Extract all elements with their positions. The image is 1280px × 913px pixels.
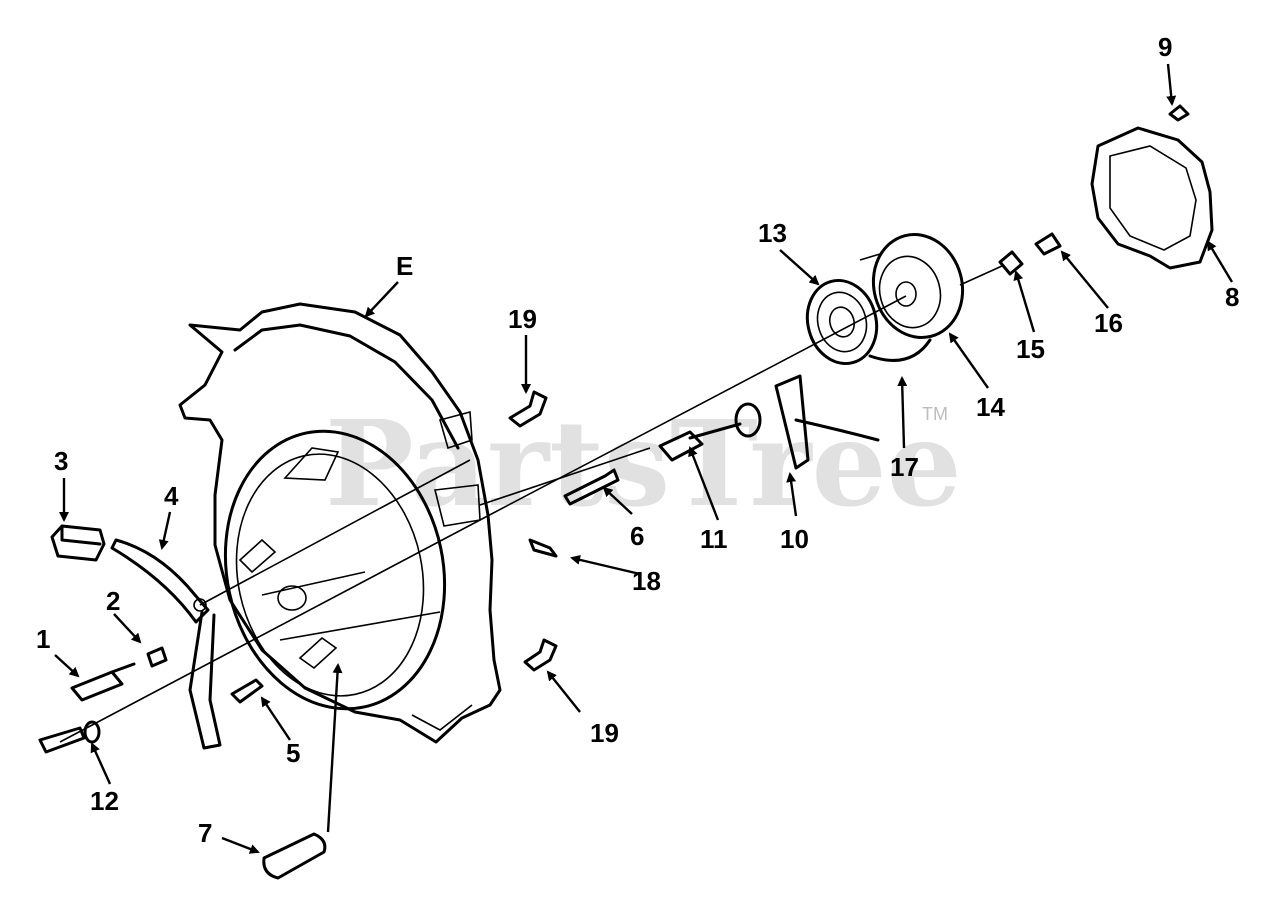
part-6-bolt	[563, 468, 620, 506]
callout-19-lower: 19	[590, 718, 619, 748]
part-15-cup	[998, 250, 1024, 276]
callout-10: 10	[780, 524, 809, 554]
part-17-rope	[868, 338, 932, 362]
part-14-pulley	[871, 232, 965, 340]
callout-7: 7	[198, 818, 212, 848]
leader-arrows	[54, 63, 1234, 854]
part-19-screw-lower	[523, 638, 558, 672]
callout-15: 15	[1016, 334, 1045, 364]
callout-2: 2	[106, 586, 120, 616]
watermark-trademark: TM	[922, 404, 948, 424]
part-9-screw	[1168, 104, 1190, 122]
callout-8: 8	[1225, 282, 1239, 312]
callout-17: 17	[890, 452, 919, 482]
part-4-lever	[110, 538, 210, 624]
part-7-grip	[262, 832, 327, 880]
callout-16: 16	[1094, 308, 1123, 338]
part-16-screw	[1034, 232, 1062, 256]
callout-12: 12	[90, 786, 119, 816]
part-4-lever-rod	[188, 610, 222, 750]
callout-6: 6	[630, 521, 644, 551]
callout-E: E	[396, 251, 413, 281]
part-19-screw-upper	[508, 390, 548, 428]
callout-11: 11	[700, 524, 728, 554]
assembly-line-cup	[959, 265, 1003, 286]
assembly-line-lever	[199, 459, 471, 606]
callout-5: 5	[286, 738, 300, 768]
part-rope	[688, 418, 880, 442]
part-10-starter-handle	[774, 374, 810, 470]
part-2-spring	[146, 646, 168, 668]
watermark-text: PartsTree	[325, 394, 962, 533]
callout-3: 3	[54, 446, 68, 476]
part-18-pin	[528, 538, 558, 558]
part-8-plate	[1090, 126, 1214, 270]
part-1-pin	[70, 662, 136, 702]
callout-13: 13	[758, 218, 787, 248]
part-5-screw	[230, 678, 264, 704]
assembly-line-rope	[479, 447, 651, 506]
callout-4: 4	[164, 481, 179, 511]
callout-9: 9	[1158, 32, 1172, 62]
part-3-lever-grip	[50, 524, 106, 562]
callout-1: 1	[36, 624, 50, 654]
callout-14: 14	[976, 392, 1005, 422]
part-11-rope-guide	[658, 430, 704, 462]
callout-18: 18	[632, 566, 661, 596]
callout-19-upper: 19	[508, 304, 537, 334]
part-12-bolt	[38, 726, 86, 754]
assembly-line-main	[59, 295, 907, 743]
